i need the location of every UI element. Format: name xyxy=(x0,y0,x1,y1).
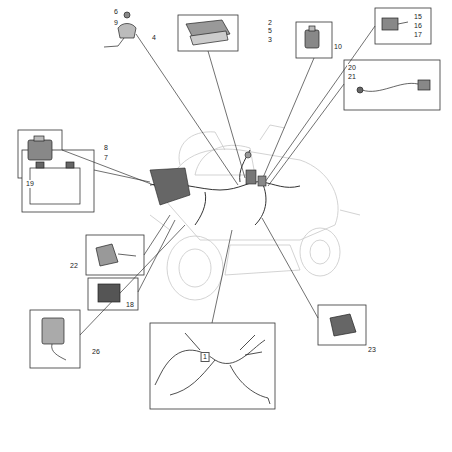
callout-number: 5 xyxy=(267,27,273,35)
callout-number: 4 xyxy=(151,34,157,42)
harness xyxy=(150,150,300,225)
callout-number: 18 xyxy=(125,301,135,309)
callout-number: 3 xyxy=(267,36,273,44)
callout-number: 7 xyxy=(103,154,109,162)
callout-number: 19 xyxy=(25,180,35,188)
callout-number: 20 xyxy=(347,64,357,72)
callout-number: 8 xyxy=(103,144,109,152)
callout-number: 2 xyxy=(267,19,273,27)
part-frames xyxy=(18,8,440,409)
leader-lines xyxy=(62,26,375,335)
callout-number: 17 xyxy=(413,31,423,39)
callout-number: 6 xyxy=(113,8,119,16)
callout-number: 10 xyxy=(333,43,343,51)
callout-number: 26 xyxy=(91,348,101,356)
callout-number: 1 xyxy=(201,352,210,362)
harness-components xyxy=(150,152,266,205)
tractor-outline xyxy=(150,125,360,300)
callout-number: 15 xyxy=(413,13,423,21)
callout-number: 16 xyxy=(413,22,423,30)
part-icons xyxy=(28,12,430,360)
wiring-harness-drawing xyxy=(155,333,270,404)
callout-number: 9 xyxy=(113,19,119,27)
callout-number: 23 xyxy=(367,346,377,354)
callout-number: 21 xyxy=(347,73,357,81)
callout-number: 22 xyxy=(69,262,79,270)
